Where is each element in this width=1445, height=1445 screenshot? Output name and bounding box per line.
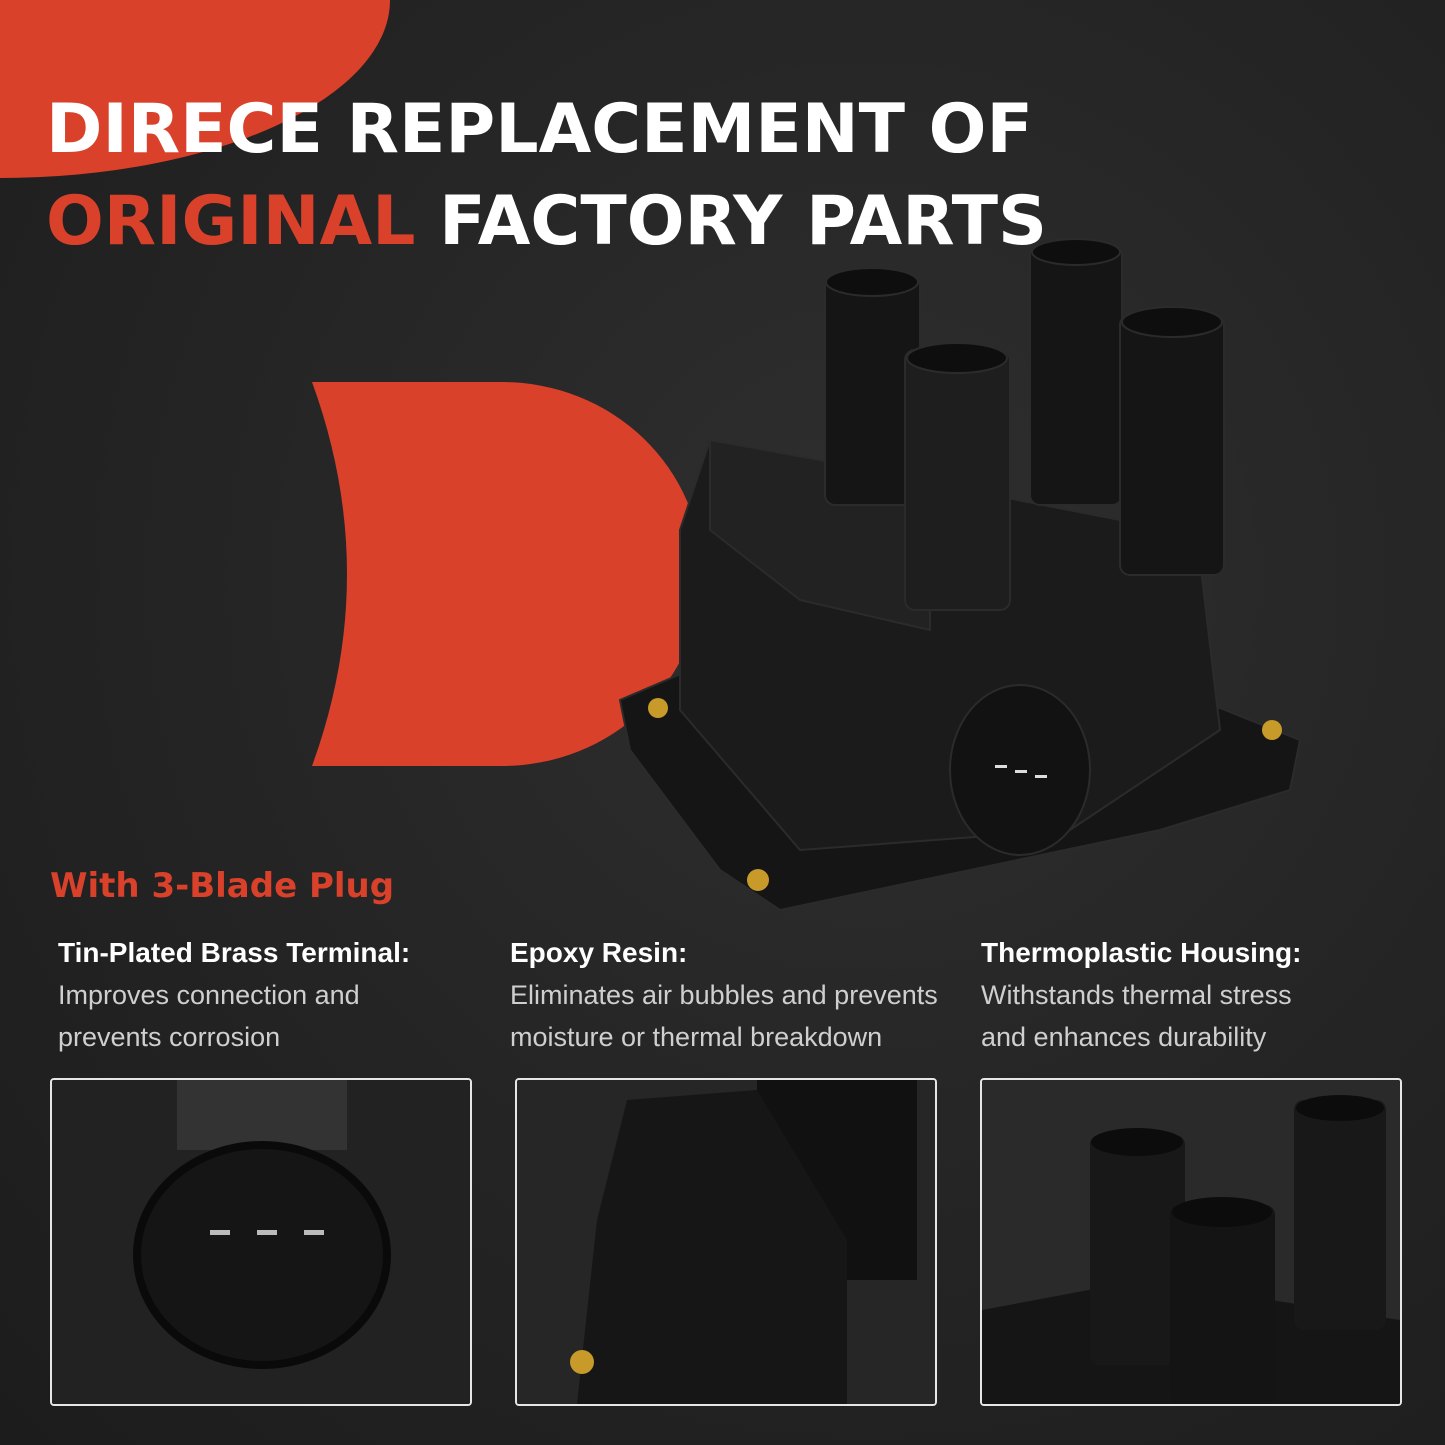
feature-desc-line: Withstands thermal stress [981, 980, 1292, 1010]
feature-housing: Thermoplastic Housing: Withstands therma… [981, 936, 1301, 1058]
feature-desc-line: Eliminates air bubbles and prevents [510, 980, 938, 1010]
feature-title: Tin-Plated Brass Terminal: [58, 937, 411, 968]
headline-accent: ORIGINAL [46, 182, 416, 261]
headline-line-2: ORIGINAL FACTORY PARTS [46, 188, 1047, 256]
feature-terminal: Tin-Plated Brass Terminal: Improves conn… [58, 936, 410, 1058]
feature-desc-line: prevents corrosion [58, 1022, 281, 1052]
feature-title: Epoxy Resin: [510, 937, 688, 968]
feature-epoxy: Epoxy Resin: Eliminates air bubbles and … [510, 936, 938, 1058]
headline-accent: DIRECE [46, 90, 323, 169]
headline-text: FACTORY PARTS [439, 182, 1047, 261]
headline-text: REPLACEMENT OF [346, 90, 1033, 169]
feature-desc-line: and enhances durability [981, 1022, 1267, 1052]
plug-subheading: With 3-Blade Plug [50, 866, 395, 906]
closeup-epoxy-image [515, 1078, 937, 1406]
decorative-red-shape [312, 382, 702, 766]
closeup-plug-image [50, 1078, 472, 1406]
ignition-coil-image [618, 238, 1302, 912]
closeup-housing-image [980, 1078, 1402, 1406]
feature-title: Thermoplastic Housing: [981, 937, 1302, 968]
feature-desc-line: Improves connection and [58, 980, 360, 1010]
headline-line-1: DIRECE REPLACEMENT OF [46, 96, 1033, 164]
feature-desc-line: moisture or thermal breakdown [510, 1022, 883, 1052]
